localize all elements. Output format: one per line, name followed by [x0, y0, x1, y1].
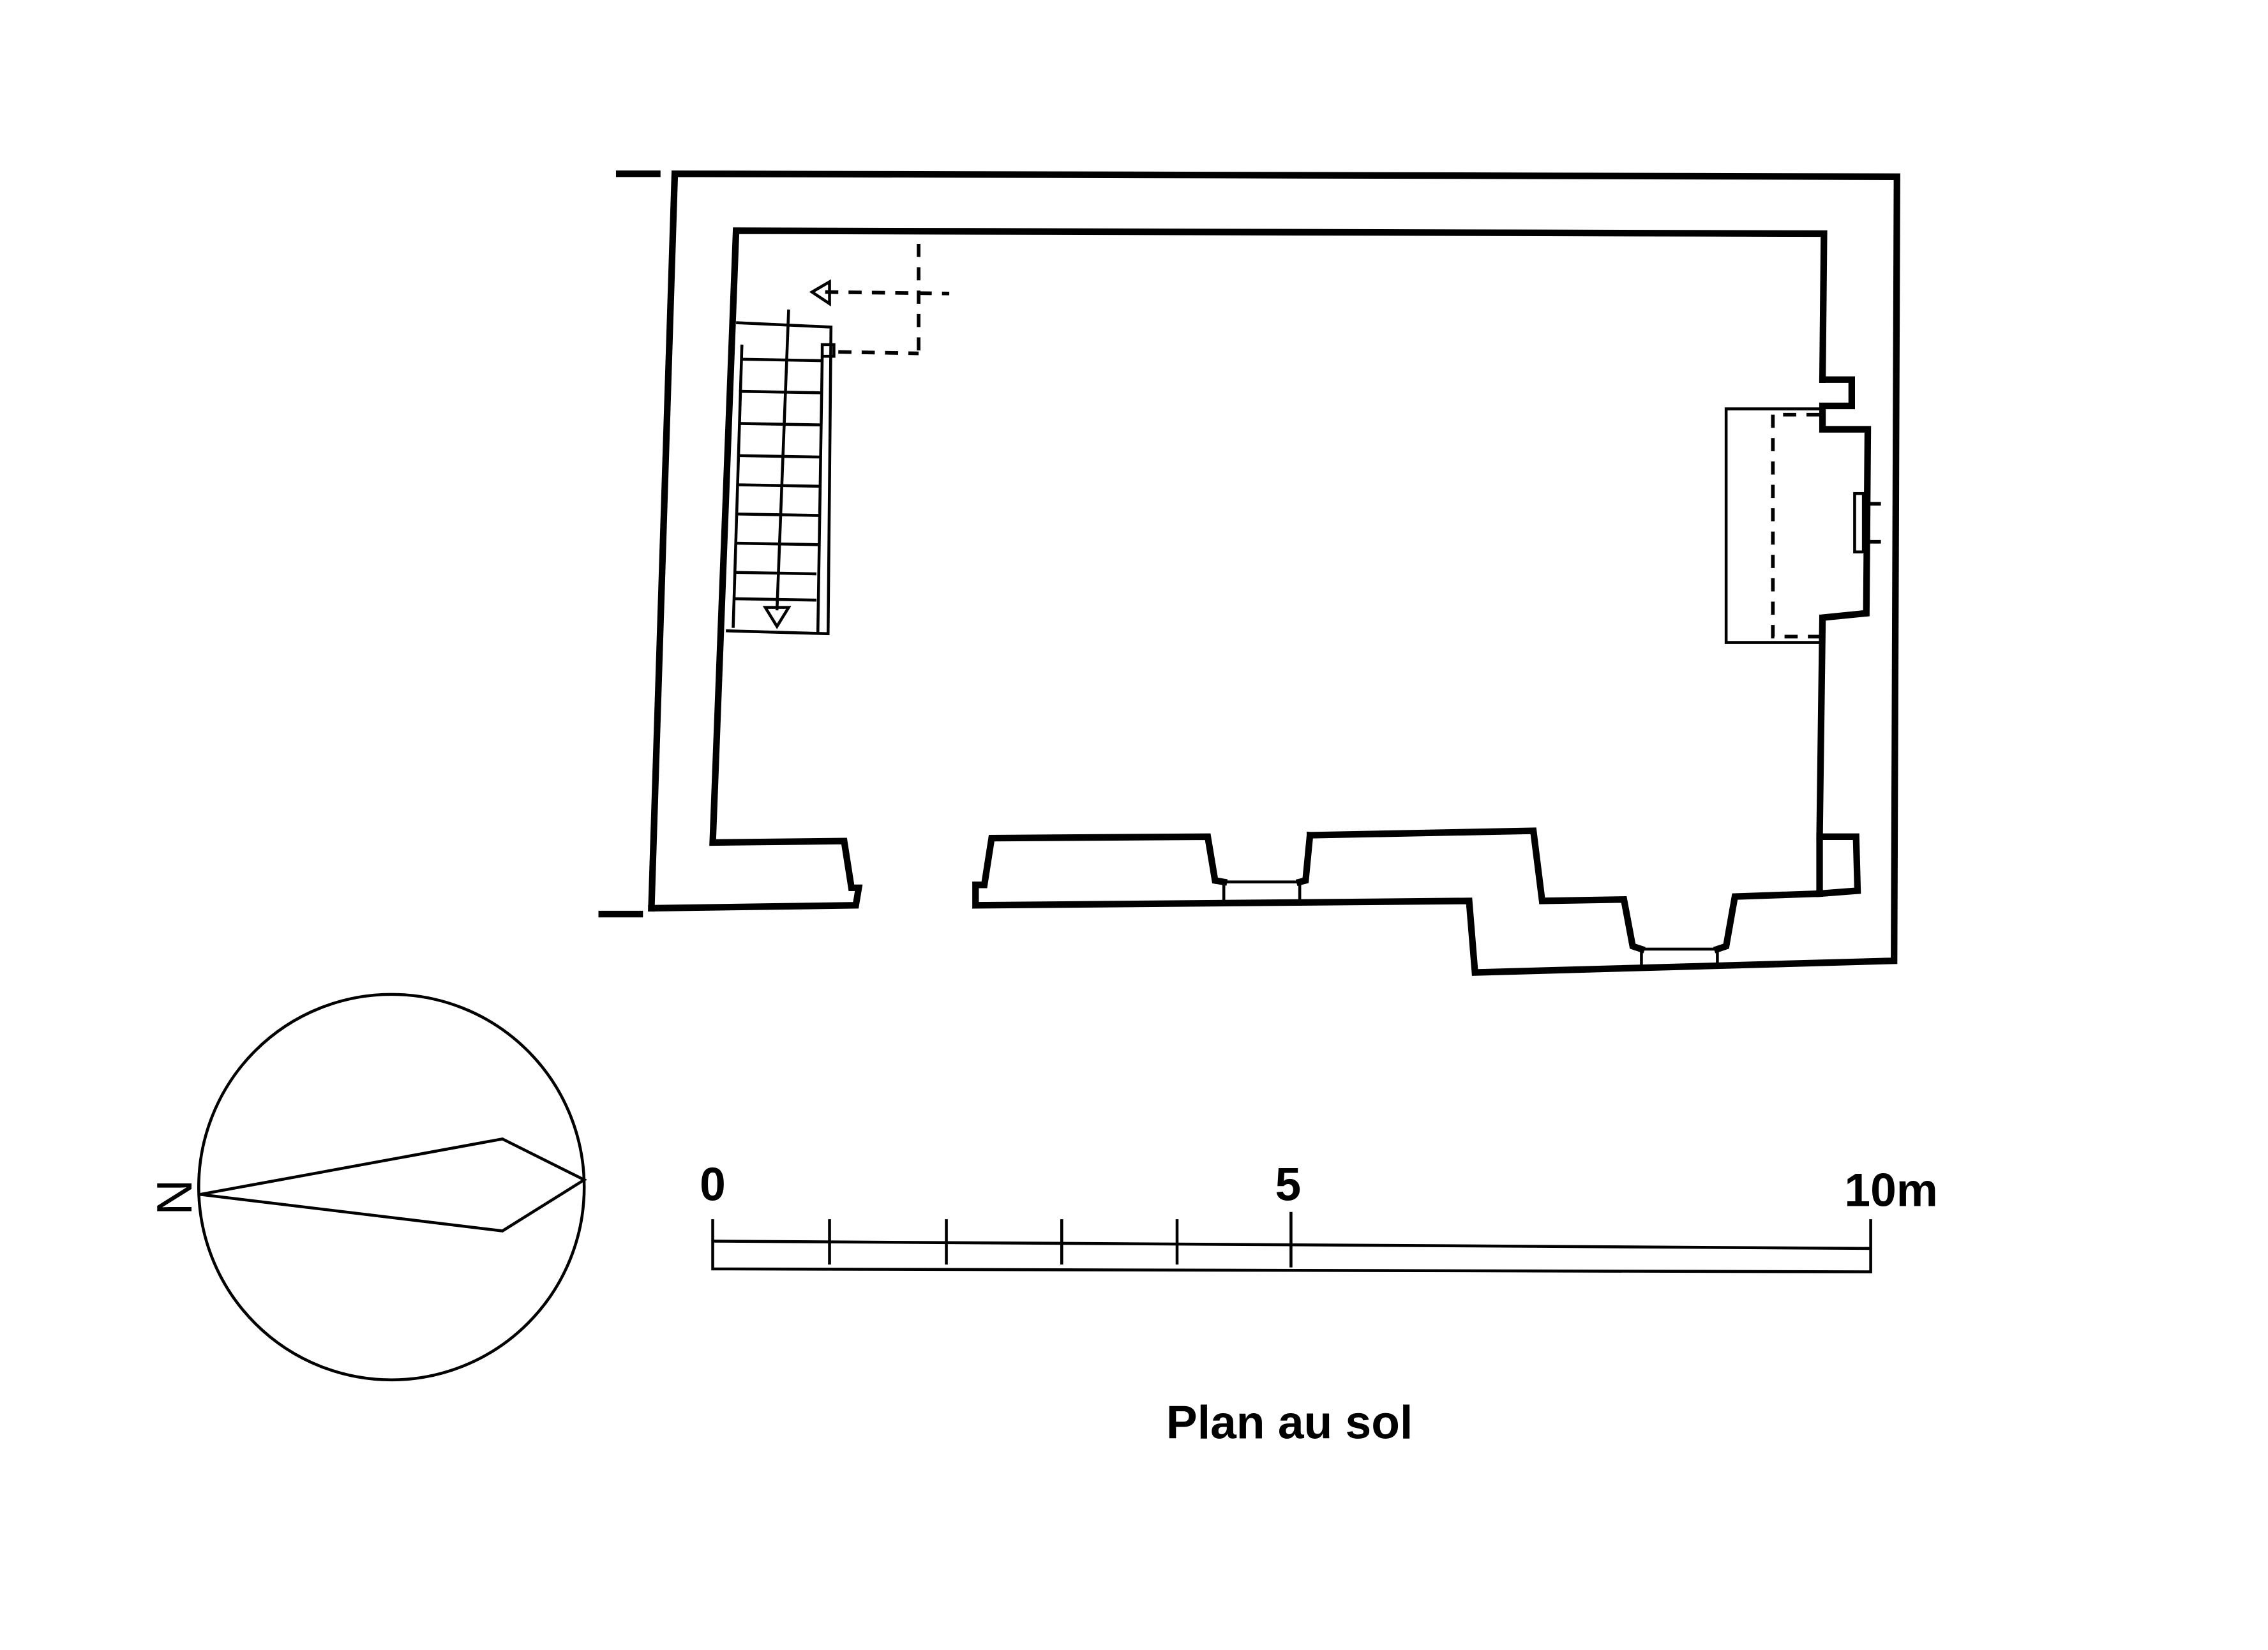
fireplace [1724, 407, 1889, 644]
scale-bar: 0 5 10m [700, 1158, 1938, 1273]
north-compass: N [147, 993, 587, 1382]
scale-label-0: 0 [700, 1158, 726, 1210]
wall-continuation-marks [598, 170, 661, 918]
exterior-walls [648, 170, 1900, 976]
arrow-head-icon [809, 279, 831, 307]
scale-label-10m: 10m [1844, 1164, 1937, 1217]
north-arrow-icon [200, 1137, 587, 1233]
scale-label-5: 5 [1275, 1158, 1301, 1210]
compass-north-letter: N [147, 1180, 202, 1215]
window-sills [1222, 880, 1719, 968]
plan-title: Plan au sol [1166, 1396, 1413, 1448]
arrow-head-icon [762, 606, 792, 629]
stair-direction-arrow [775, 309, 790, 611]
staircase [726, 309, 836, 636]
upper-floor-dashed-lines [809, 244, 950, 356]
stair-treads [733, 357, 823, 602]
